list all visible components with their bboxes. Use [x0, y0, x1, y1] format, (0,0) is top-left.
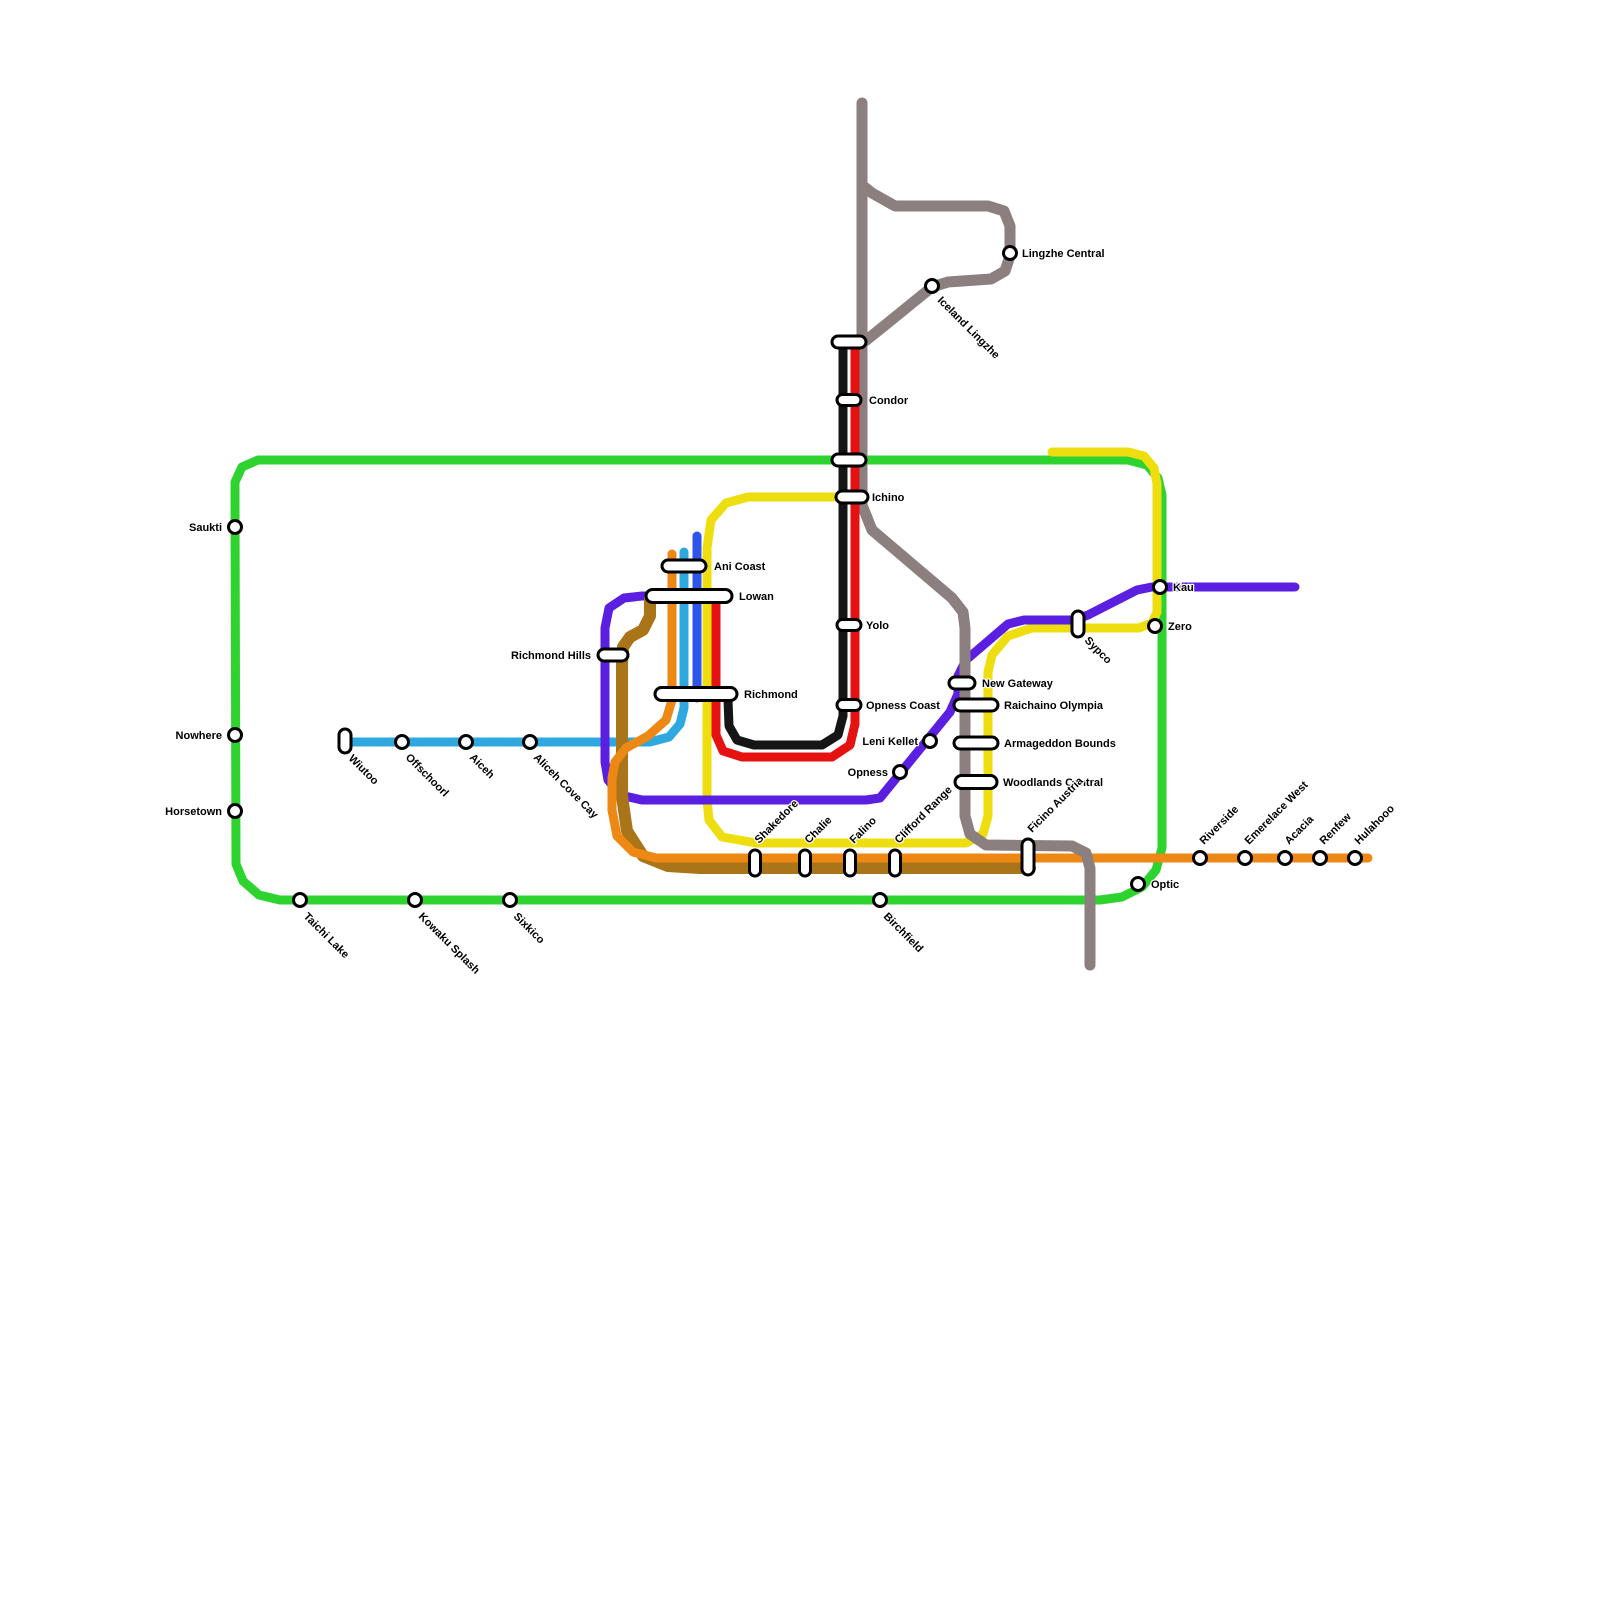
station-marker-opness [892, 764, 908, 780]
station-label-aiceh: Aiceh [467, 752, 497, 782]
station-marker-ichino [834, 489, 870, 505]
station-marker-richmond [653, 686, 739, 702]
station-marker-emerelace-west [1237, 850, 1253, 866]
route-line-gray-main [856, 97, 1096, 971]
station-marker-birchfield [872, 892, 888, 908]
station-marker-chalie [798, 848, 812, 878]
station-label-raichaino-olympia: Raichaino Olympia [1004, 700, 1104, 712]
station-marker-aliceh-cove-cay [522, 734, 538, 750]
station-marker-ani-coast [660, 558, 708, 574]
station-marker-woodlands-central [953, 774, 999, 790]
station-label-saukti: Saukti [189, 522, 222, 534]
station-marker-leni-kellet [922, 733, 938, 749]
station-label-iceland-lingzhe: Iceland Lingzhe [935, 295, 1002, 362]
station-marker-acacia [1277, 850, 1293, 866]
station-label-yolo: Yolo [866, 620, 889, 632]
station-label-opness: Opness [848, 767, 888, 779]
station-marker-nowhere [227, 727, 243, 743]
station-marker-sixkico [502, 892, 518, 908]
station-label-clifford-range: Clifford Range [893, 784, 955, 846]
station-label-woodlands-central: Woodlands Central [1003, 777, 1103, 789]
route-line-black [723, 339, 848, 750]
station-label-sypco: Sypco [1082, 635, 1114, 667]
station-marker-kowaku-splash [407, 892, 423, 908]
station-label-kowaku-splash: Kowaku Splash [416, 911, 482, 977]
station-marker-yolo [835, 618, 863, 632]
station-marker-taichi-lake [292, 892, 308, 908]
station-marker-lingzhe-central [1002, 245, 1018, 261]
station-label-acacia: Acacia [1283, 813, 1317, 847]
station-marker-zero [1147, 618, 1163, 634]
station-label-horsetown: Horsetown [165, 806, 222, 818]
station-marker-richmond-hills [596, 647, 630, 663]
station-label-wiutoo: Wiutoo [346, 753, 381, 788]
station-label-optic: Optic [1151, 879, 1179, 891]
route-line-red [711, 339, 860, 762]
station-label-new-gateway: New Gateway [982, 678, 1054, 690]
station-label-birchfield: Birchfield [881, 911, 925, 955]
station-label-hulahooo: Hulahooo [1353, 803, 1398, 848]
station-label-taichi-lake: Taichi Lake [301, 911, 351, 961]
station-marker-wiutoo [337, 727, 353, 755]
station-label-condor: Condor [869, 395, 909, 407]
station-marker-armageddon-bounds [952, 735, 1000, 751]
station-label-nowhere: Nowhere [176, 730, 222, 742]
station-marker-renfew [1312, 850, 1328, 866]
station-label-sixkico: Sixkico [511, 911, 547, 947]
station-marker-opness-coast [835, 698, 863, 712]
route-line-orange [607, 549, 1373, 863]
route-line-brown [616, 592, 1036, 874]
station-marker-new-gateway [947, 675, 977, 691]
station-marker-raichaino-olympia [952, 697, 1000, 713]
station-marker-aiceh [458, 734, 474, 750]
station-marker-iceland-lingzhe [924, 278, 940, 294]
station-label-renfew: Renfew [1318, 811, 1354, 847]
station-label-opness-coast: Opness Coast [866, 700, 940, 712]
station-marker-clifford-range [888, 848, 902, 878]
station-label-richmond: Richmond [744, 689, 798, 701]
station-label-offschoorl: Offschoorl [403, 752, 451, 800]
station-label-riverside: Riverside [1198, 804, 1242, 848]
station-label-lowan: Lowan [739, 591, 774, 603]
station-marker-falino [843, 848, 857, 878]
station-marker-shakedore [748, 848, 762, 878]
station-marker-lowan [644, 588, 734, 604]
station-marker-hulahooo [1347, 850, 1363, 866]
station-marker-horsetown [227, 803, 243, 819]
station-marker-saukti [227, 519, 243, 535]
route-line-cyan [340, 547, 689, 747]
station-label-zero: Zero [1168, 621, 1192, 633]
station-label-richmond-hills: Richmond Hills [511, 650, 591, 662]
station-marker-riverside [1192, 850, 1208, 866]
station-label-kau: Kau [1173, 582, 1194, 594]
station-marker-sypco [1070, 609, 1086, 639]
station-label-leni-kellet: Leni Kellet [862, 736, 918, 748]
station-label-armageddon-bounds: Armageddon Bounds [1004, 738, 1116, 750]
route-line-gray-lingzhe-branch [856, 179, 1016, 348]
station-label-ichino: Ichino [872, 492, 905, 504]
station-label-ani-coast: Ani Coast [714, 561, 766, 573]
station-marker-interchange-b [830, 452, 868, 468]
station-marker-offschoorl [394, 734, 410, 750]
station-marker-kau [1152, 579, 1168, 595]
station-label-lingzhe-central: Lingzhe Central [1022, 248, 1105, 260]
route-line-yellow [702, 447, 1162, 848]
station-marker-ficino-austria [1020, 837, 1036, 877]
station-marker-interchange-a [830, 334, 868, 350]
station-label-aliceh-cove-cay: Aliceh Cove Cay [531, 752, 601, 822]
station-marker-optic [1130, 876, 1146, 892]
station-marker-condor [835, 393, 863, 407]
